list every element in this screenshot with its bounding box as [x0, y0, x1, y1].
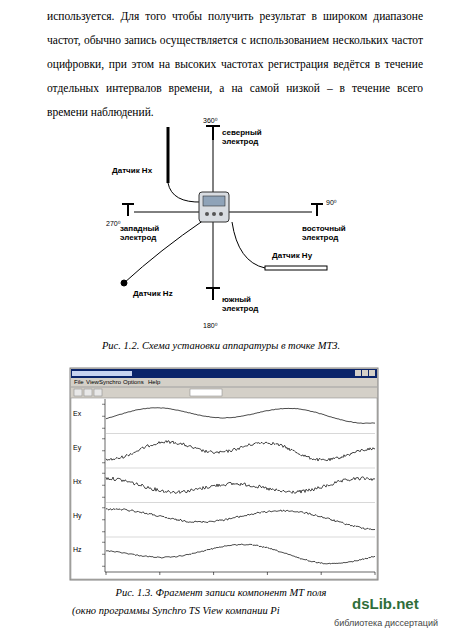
band-divider — [105, 502, 375, 503]
menu-item: Options — [123, 379, 144, 385]
tick-mark — [102, 554, 105, 555]
electrode-label: южный электрод — [222, 296, 268, 314]
tick-mark — [102, 404, 105, 405]
tick-mark — [102, 485, 105, 486]
menu-item: View — [86, 379, 99, 385]
figure-caption: (окно программы Synchro TS View компании… — [72, 605, 280, 618]
signal-trace — [106, 477, 375, 494]
signal-trace — [106, 544, 375, 564]
mt-setup-figure — [121, 126, 327, 300]
signal-trace — [106, 508, 375, 530]
tick-mark — [159, 572, 160, 575]
tick-mark — [267, 572, 268, 575]
tick-mark — [102, 497, 105, 498]
tick-mark — [102, 531, 105, 532]
axis-line — [105, 572, 375, 573]
channel-name: Hy — [73, 512, 82, 519]
signal-trace — [106, 408, 375, 424]
watermark: библиотека диссертаций — [334, 619, 438, 628]
azimuth-label: 180⁰ — [203, 322, 218, 329]
tick-mark — [102, 507, 105, 508]
tick-mark — [102, 473, 105, 474]
sensor-label: Датчик Hx — [112, 167, 152, 175]
tick-mark — [102, 428, 105, 429]
tick-mark — [102, 566, 105, 567]
tick-mark — [102, 542, 105, 543]
tick-mark — [102, 416, 105, 417]
figure-caption: Рис. 1.2. Схема установки аппаратуры в т… — [0, 340, 446, 353]
signal-trace — [106, 441, 375, 461]
tick-mark — [102, 462, 105, 463]
menu-item: File — [74, 379, 84, 385]
tick-mark — [106, 572, 107, 575]
sensor-label: Датчик Hy — [272, 252, 312, 260]
tick-mark — [102, 450, 105, 451]
tick-mark — [102, 438, 105, 439]
sensor-label: Датчик Hz — [133, 290, 173, 298]
channel-name: Ex — [73, 410, 81, 417]
electrode-label: восточный электрод — [302, 225, 352, 243]
menu-item: Synchro — [99, 379, 121, 385]
tick-mark — [375, 572, 376, 575]
azimuth-label: 360⁰ — [203, 117, 218, 124]
menu-item: Help — [148, 379, 160, 385]
electrode-label: северный электрод — [222, 129, 268, 147]
channel-name: Ey — [73, 444, 81, 451]
tick-mark — [102, 519, 105, 520]
tick-mark — [213, 572, 214, 575]
azimuth-label: 90⁰ — [326, 199, 337, 206]
band-divider — [105, 468, 375, 469]
watermark: dsLib.net — [352, 596, 419, 611]
channel-name: Hz — [73, 546, 82, 553]
azimuth-label: 270⁰ — [106, 220, 121, 227]
tick-mark — [321, 572, 322, 575]
channel-name: Hx — [73, 478, 82, 485]
body-paragraph: используется. Для того чтобы получить ре… — [47, 4, 423, 124]
band-divider — [105, 433, 375, 434]
band-divider — [105, 537, 375, 538]
electrode-label: западный электрод — [120, 225, 168, 243]
software-window — [70, 368, 378, 580]
